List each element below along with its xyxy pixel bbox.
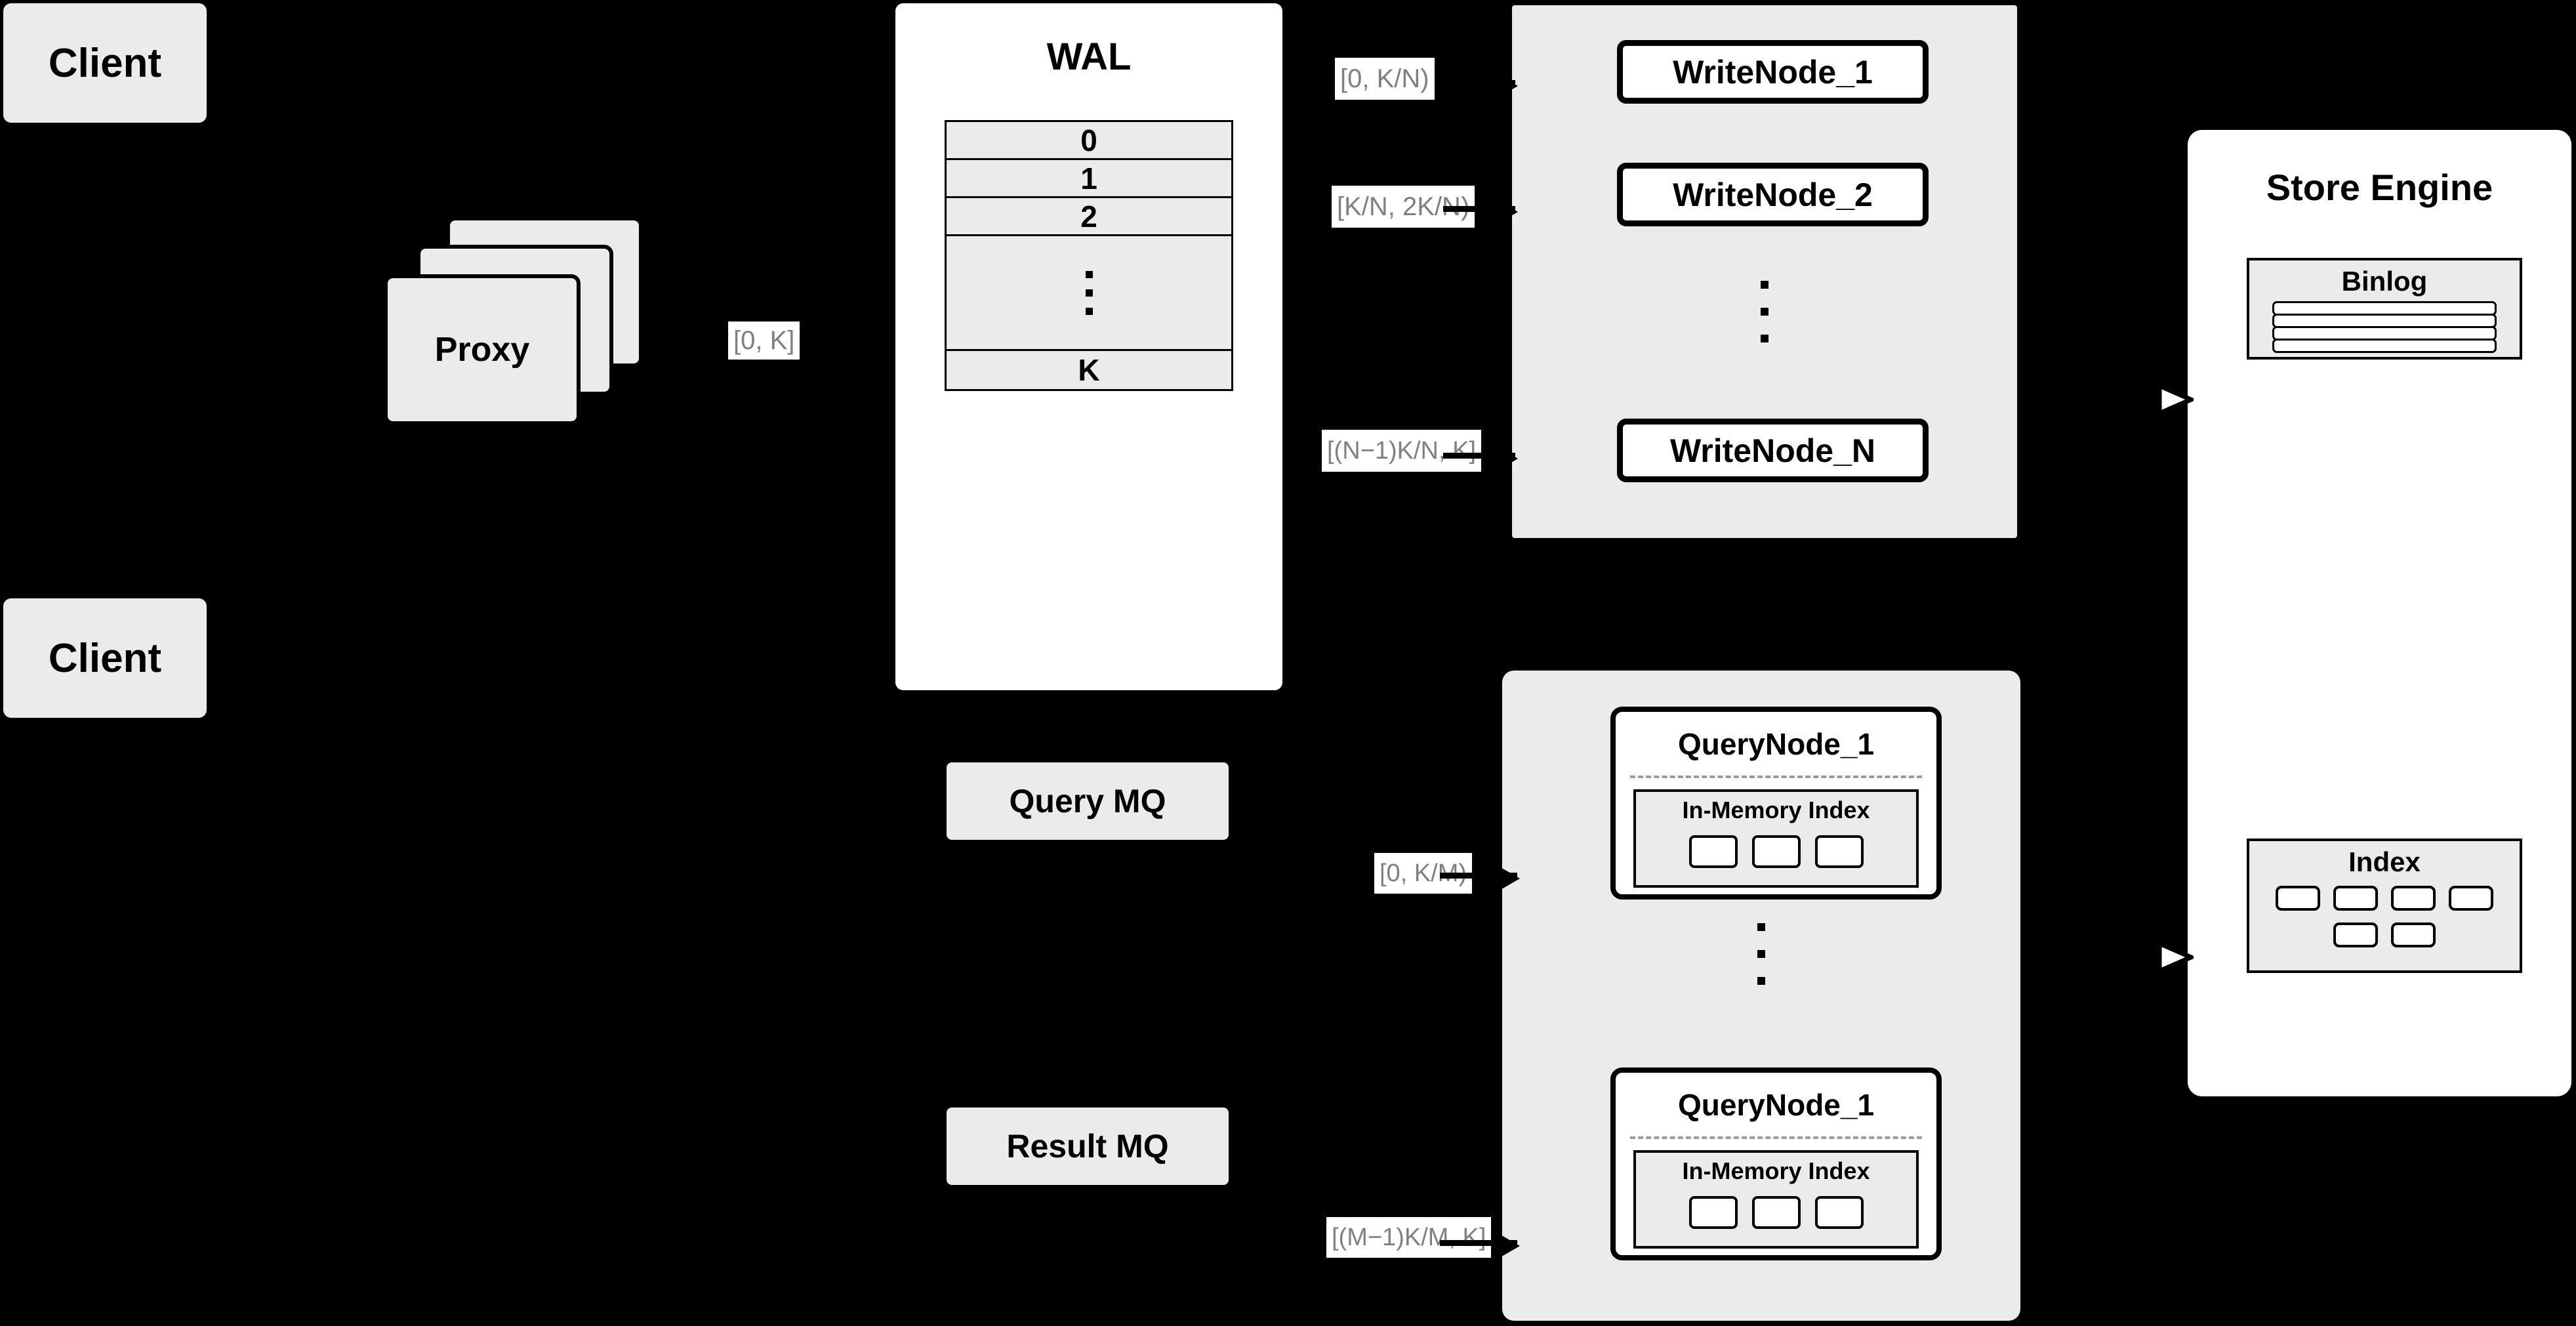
binlog-title: Binlog [2341,266,2428,297]
query-node-label: QueryNode_1 [1677,727,1875,761]
wal-row: 1 [947,160,1231,198]
client-label: Client [48,40,162,86]
proxy-label: Proxy [434,331,530,369]
write-node-label: WriteNode_N [1669,432,1875,469]
ellipsis-dot [1085,270,1093,278]
arrow-to-write-node-1 [1440,72,1518,100]
range-tag-query-node-m: [(M−1)K/M, K] [1326,1217,1492,1258]
query-node-cluster: QueryNode_1 In-Memory Index QueryNode_1 … [1502,671,2020,1321]
store-engine-box: Store Engine Binlog Index [2188,130,2571,1096]
in-memory-index-label: In-Memory Index [1682,797,1870,823]
in-memory-index-box: In-Memory Index [1633,1150,1919,1249]
client-label: Client [48,635,162,681]
wal-row-last: K [947,351,1231,389]
binlog-row [2272,339,2497,353]
wal-box: WAL 0 1 2 K [895,3,1282,690]
proxy-card-front[interactable]: Proxy [384,274,581,425]
ellipsis-dot [1761,281,1768,289]
index-cell [1814,1196,1864,1229]
query-mq-label: Query MQ [1009,783,1166,819]
range-tag-proxy: [0, K] [728,321,800,360]
store-engine-title: Store Engine [2266,167,2493,208]
index-cell [2333,922,2378,947]
range-tag-write-node-n: [(N−1)K/N, K] [1322,430,1481,472]
index-box: Index [2247,839,2522,973]
wal-title: WAL [1046,35,1132,78]
index-cell [1814,835,1864,868]
index-cell [2276,886,2320,911]
ellipsis-dot [1757,923,1765,931]
index-grid [2268,886,2501,947]
index-cell [2333,886,2378,911]
client-box-1[interactable]: Client [3,3,207,123]
ellipsis-dot [1085,307,1093,315]
write-node-cluster: WriteNode_1 WriteNode_2 WriteNode_N [1512,5,2017,538]
open-arrowhead-icon [2157,941,2194,974]
index-cell [2391,922,2436,947]
wal-row: 0 [947,122,1231,160]
ellipsis-dot [1761,308,1768,316]
query-cluster-ellipsis [1502,923,2020,985]
index-cell [1688,835,1738,868]
binlog-rows [2272,301,2497,353]
result-mq-label: Result MQ [1006,1128,1169,1165]
binlog-box: Binlog [2247,258,2522,360]
arrow-to-query-node-m [1440,1232,1520,1260]
in-memory-index-box: In-Memory Index [1633,789,1919,888]
index-title: Index [2348,846,2421,877]
arrow-to-binlog [2125,383,2194,416]
wal-row-ellipsis [947,236,1231,351]
query-node-m[interactable]: QueryNode_1 In-Memory Index [1610,1067,1942,1260]
result-mq-box[interactable]: Result MQ [947,1108,1229,1185]
arrow-to-index [2125,941,2194,974]
arrow-to-write-node-2 [1443,197,1518,226]
query-node-divider [1630,1136,1922,1139]
write-node-1[interactable]: WriteNode_1 [1617,40,1929,104]
in-memory-index-cells [1636,835,1916,868]
arrow-to-write-node-n [1443,444,1518,473]
open-arrowhead-icon [2157,383,2194,416]
ellipsis-dot [1085,289,1093,297]
query-node-divider [1630,776,1922,778]
client-box-2[interactable]: Client [3,598,207,718]
write-node-2[interactable]: WriteNode_2 [1617,163,1929,226]
ellipsis-dot [1761,335,1768,342]
index-cell [1751,1196,1801,1229]
wal-table: 0 1 2 K [945,120,1233,391]
in-memory-index-cells [1636,1196,1916,1229]
query-node-1[interactable]: QueryNode_1 In-Memory Index [1610,707,1942,900]
ellipsis-dot [1757,950,1765,958]
write-node-label: WriteNode_1 [1673,53,1873,91]
range-tag-write-node-1: [0, K/N) [1335,58,1435,100]
proxy-stack[interactable]: Proxy [380,217,669,426]
query-mq-box[interactable]: Query MQ [947,762,1229,840]
write-node-label: WriteNode_2 [1673,176,1873,213]
index-cell [2449,886,2493,911]
in-memory-index-label: In-Memory Index [1682,1157,1870,1184]
ellipsis-dot [1757,977,1765,985]
write-node-n[interactable]: WriteNode_N [1617,419,1929,482]
index-cell [1751,835,1801,868]
write-cluster-ellipsis [1512,281,2017,342]
arrow-to-query-node-1 [1440,864,1520,893]
query-node-label: QueryNode_1 [1677,1088,1875,1122]
wal-row: 2 [947,198,1231,236]
index-cell [2391,886,2436,911]
index-cell [1688,1196,1738,1229]
